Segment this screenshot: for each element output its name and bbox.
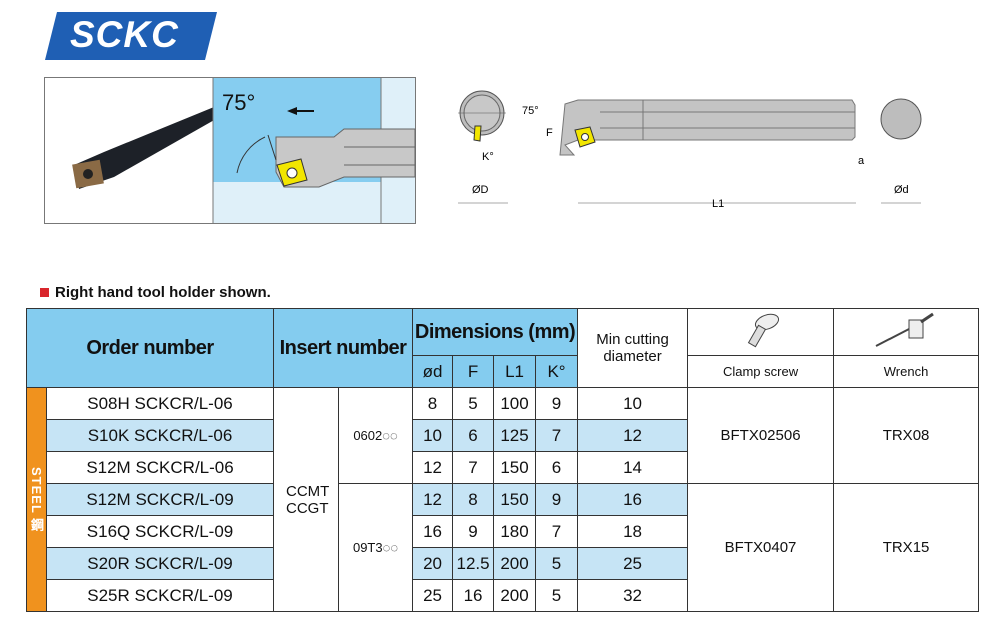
cell-F: 5 — [452, 387, 495, 420]
cell-min: 32 — [577, 579, 689, 612]
L1-label: L1 — [712, 198, 724, 210]
order-number: S12M SCKCR/L-06 — [45, 451, 275, 484]
cell-min: 18 — [577, 515, 689, 548]
order-number: S10K SCKCR/L-06 — [45, 419, 275, 452]
cell-d: 20 — [412, 547, 454, 580]
cell-d: 12 — [412, 451, 454, 484]
cell-F: 8 — [452, 483, 495, 516]
cell-L1: 200 — [493, 547, 537, 580]
a-label: a — [858, 155, 865, 167]
diameter-D-label: ØD — [472, 184, 489, 196]
cell-K: 5 — [535, 547, 579, 580]
cell-L1: 150 — [493, 451, 537, 484]
cell-d: 8 — [412, 387, 454, 420]
cell-L1: 125 — [493, 419, 537, 452]
wrench: TRX08 — [833, 387, 980, 484]
cell-K: 5 — [535, 579, 579, 612]
cell-d: 25 — [412, 579, 454, 612]
cell-F: 9 — [452, 515, 495, 548]
F-label: F — [546, 127, 553, 139]
cell-d: 16 — [412, 515, 454, 548]
wrench: TRX15 — [833, 483, 980, 612]
cell-d: 10 — [412, 419, 454, 452]
header-d: ød — [412, 355, 454, 388]
cell-min: 12 — [577, 419, 689, 452]
header-clamp-screw: Clamp screw — [687, 355, 835, 388]
clamp-screw: BFTX02506 — [687, 387, 835, 484]
k-angle-label: K° — [482, 151, 494, 163]
order-number: S16Q SCKCR/L-09 — [45, 515, 275, 548]
header-wrench: Wrench — [833, 355, 980, 388]
header-min-cutting-diameter: Min cutting diameter — [577, 308, 689, 388]
brand-logo: SCKC — [70, 14, 179, 55]
red-square-bullet-icon — [40, 288, 49, 297]
cell-L1: 150 — [493, 483, 537, 516]
cell-F: 12.5 — [452, 547, 495, 580]
diameter-d-label: Ød — [894, 184, 909, 196]
cell-min: 14 — [577, 451, 689, 484]
cell-F: 16 — [452, 579, 495, 612]
specification-table: Order number Insert number Dimensions (m… — [25, 308, 980, 612]
right-hand-note: Right hand tool holder shown. — [40, 284, 271, 301]
header-dimensions: Dimensions (mm) — [412, 308, 579, 356]
header-F: F — [452, 355, 495, 388]
cell-K: 6 — [535, 451, 579, 484]
tool-photo — [72, 107, 216, 189]
wrench-icon — [833, 308, 980, 356]
cell-L1: 200 — [493, 579, 537, 612]
product-photo-and-diagram: 75° — [44, 77, 416, 224]
order-number: S20R SCKCR/L-09 — [45, 547, 275, 580]
note-text: Right hand tool holder shown. — [55, 284, 271, 301]
header-order-number: Order number — [25, 308, 275, 388]
cell-min: 16 — [577, 483, 689, 516]
cell-L1: 100 — [493, 387, 537, 420]
cell-min: 10 — [577, 387, 689, 420]
header-K: K° — [535, 355, 579, 388]
header-insert-number: Insert number — [273, 308, 414, 388]
logo-background — [45, 12, 217, 60]
cell-F: 6 — [452, 419, 495, 452]
cell-min: 25 — [577, 547, 689, 580]
cell-L1: 180 — [493, 515, 537, 548]
cell-K: 9 — [535, 483, 579, 516]
cell-F: 7 — [452, 451, 495, 484]
insert-types: CCMT CCGT — [273, 387, 340, 612]
cell-d: 12 — [412, 483, 454, 516]
header-L1: L1 — [493, 355, 537, 388]
cell-K: 7 — [535, 515, 579, 548]
cell-K: 9 — [535, 387, 579, 420]
clamp-screw-icon — [687, 308, 835, 356]
insert-group: 09T3◌◌ — [338, 483, 414, 612]
order-number: S08H SCKCR/L-06 — [45, 387, 275, 420]
material-label: STEEL 鋼 — [26, 387, 47, 612]
order-number: S12M SCKCR/L-09 — [45, 483, 275, 516]
order-number: S25R SCKCR/L-09 — [45, 579, 275, 612]
clamp-screw: BFTX0407 — [687, 483, 835, 612]
angle-75-label: 75° — [522, 105, 539, 117]
technical-drawing: K° ØD 75° F L1 a Ød — [458, 90, 922, 210]
insert-group: 0602◌◌ — [338, 387, 414, 484]
angle-label: 75° — [222, 90, 255, 115]
cell-K: 7 — [535, 419, 579, 452]
